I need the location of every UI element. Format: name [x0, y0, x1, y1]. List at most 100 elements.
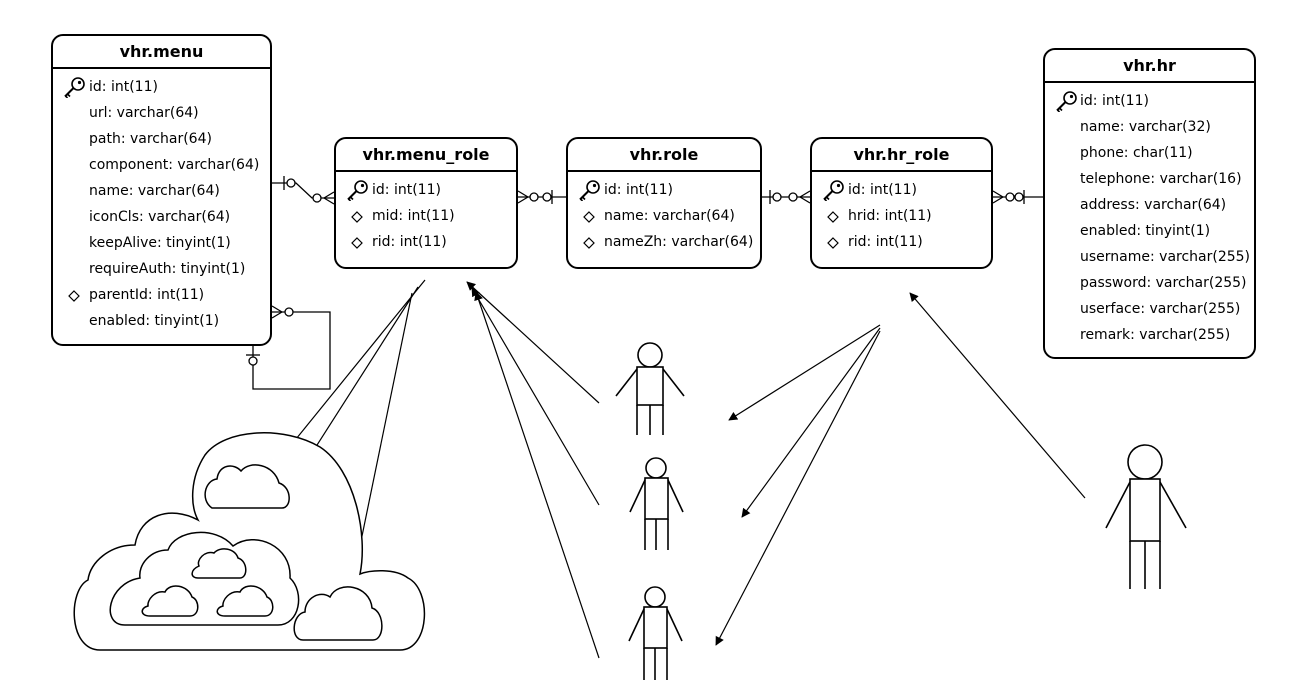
field-row[interactable]: enabled: tinyint(1) [53, 308, 270, 334]
diamond-icon [822, 203, 846, 229]
relation-menu-self [246, 305, 331, 390]
person-icon [629, 457, 684, 550]
field-row[interactable]: keepAlive: tinyint(1) [53, 230, 270, 256]
field-label: id: int(11) [1080, 93, 1149, 109]
field-row[interactable]: name: varchar(64) [53, 178, 270, 204]
field-label: phone: char(11) [1080, 145, 1193, 161]
field-label: rid: int(11) [372, 234, 447, 250]
field-label: iconCls: varchar(64) [89, 209, 231, 225]
field-label: path: varchar(64) [89, 131, 212, 147]
relation-role-hr-role [762, 190, 811, 204]
field-label: address: varchar(64) [1080, 197, 1227, 213]
field-row[interactable]: nameZh: varchar(64) [568, 229, 760, 255]
field-label: mid: int(11) [372, 208, 455, 224]
field-label: nameZh: varchar(64) [604, 234, 754, 250]
arrow-person-big-to-hr-role [909, 292, 1086, 499]
field-row[interactable]: iconCls: varchar(64) [53, 204, 270, 230]
arrow-hr-role-to-person2 [741, 327, 881, 518]
field-row[interactable]: parentId: int(11) [53, 282, 270, 308]
field-list: id: int(11) url: varchar(64) path: varchar… [53, 69, 270, 334]
field-row[interactable]: name: varchar(32) [1045, 114, 1254, 140]
field-row[interactable]: telephone: varchar(16) [1045, 166, 1254, 192]
relation-menu-menu-role [272, 176, 335, 205]
relation-hr-role-hr [992, 190, 1043, 204]
field-row[interactable]: path: varchar(64) [53, 126, 270, 152]
key-icon [1055, 88, 1079, 114]
field-row[interactable]: id: int(11) [336, 177, 516, 203]
diamond-icon [63, 282, 87, 308]
diamond-icon [346, 203, 370, 229]
table-vhr-hr-role[interactable]: vhr.hr_role id: int(11) hrid: int(11) rid:… [810, 137, 993, 269]
field-row[interactable]: userface: varchar(255) [1045, 296, 1254, 322]
field-row[interactable]: remark: varchar(255) [1045, 322, 1254, 348]
field-row[interactable]: address: varchar(64) [1045, 192, 1254, 218]
field-label: keepAlive: tinyint(1) [89, 235, 231, 251]
diamond-icon [578, 203, 602, 229]
field-label: password: varchar(255) [1080, 275, 1247, 291]
arrow-person1-to-menu-role [466, 281, 600, 404]
field-label: id: int(11) [372, 182, 441, 198]
field-list: id: int(11) name: varchar(32) phone: char(… [1045, 83, 1254, 348]
table-title: vhr.hr [1045, 50, 1254, 83]
field-row[interactable]: hrid: int(11) [812, 203, 991, 229]
table-vhr-hr[interactable]: vhr.hr id: int(11) name: varchar(32) phone… [1043, 48, 1256, 359]
arrow-person3-to-menu-role [474, 291, 600, 659]
field-row[interactable]: component: varchar(64) [53, 152, 270, 178]
field-list: id: int(11) name: varchar(64) nameZh: varc… [568, 172, 760, 255]
field-row[interactable]: rid: int(11) [336, 229, 516, 255]
table-vhr-role[interactable]: vhr.role id: int(11) name: varchar(64) nam… [566, 137, 762, 269]
field-row[interactable]: id: int(11) [568, 177, 760, 203]
person-icon [615, 342, 685, 435]
diamond-icon [822, 229, 846, 255]
field-row[interactable]: rid: int(11) [812, 229, 991, 255]
table-title: vhr.role [568, 139, 760, 172]
field-label: remark: varchar(255) [1080, 327, 1231, 343]
field-label: name: varchar(32) [1080, 119, 1211, 135]
field-label: enabled: tinyint(1) [89, 313, 220, 329]
diamond-icon [578, 229, 602, 255]
field-row[interactable]: id: int(11) [1045, 88, 1254, 114]
key-icon [63, 74, 87, 100]
person-icon [628, 586, 683, 680]
field-row[interactable]: password: varchar(255) [1045, 270, 1254, 296]
key-icon [578, 177, 602, 203]
field-row[interactable]: url: varchar(64) [53, 100, 270, 126]
field-list: id: int(11) mid: int(11) rid: int(11) [336, 172, 516, 255]
field-label: parentId: int(11) [89, 287, 205, 303]
field-label: id: int(11) [604, 182, 673, 198]
field-row[interactable]: name: varchar(64) [568, 203, 760, 229]
field-row[interactable]: requireAuth: tinyint(1) [53, 256, 270, 282]
field-label: enabled: tinyint(1) [1080, 223, 1211, 239]
field-label: id: int(11) [848, 182, 917, 198]
field-label: url: varchar(64) [89, 105, 199, 121]
relation-menu-role-role [517, 190, 566, 204]
table-title: vhr.hr_role [812, 139, 991, 172]
cloud-icon [73, 432, 426, 651]
diamond-icon [346, 229, 370, 255]
field-label: name: varchar(64) [604, 208, 735, 224]
field-row[interactable]: id: int(11) [53, 74, 270, 100]
field-row[interactable]: id: int(11) [812, 177, 991, 203]
field-row[interactable]: username: varchar(255) [1045, 244, 1254, 270]
key-icon [822, 177, 846, 203]
field-list: id: int(11) hrid: int(11) rid: int(11) [812, 172, 991, 255]
field-label: requireAuth: tinyint(1) [89, 261, 246, 277]
field-label: username: varchar(255) [1080, 249, 1251, 265]
key-icon [346, 177, 370, 203]
field-label: id: int(11) [89, 79, 158, 95]
field-row[interactable]: mid: int(11) [336, 203, 516, 229]
arrow-hr-role-to-person1 [728, 324, 881, 421]
field-label: rid: int(11) [848, 234, 923, 250]
field-label: name: varchar(64) [89, 183, 220, 199]
arrow-hr-role-to-person3 [715, 330, 881, 646]
table-vhr-menu[interactable]: vhr.menu id: int(11)url: varchar(64)path… [51, 34, 272, 346]
field-label: telephone: varchar(16) [1080, 171, 1242, 187]
arrows [217, 279, 1086, 659]
table-vhr-menu-role[interactable]: vhr.menu_role id: int(11)mid: int(11)rid… [334, 137, 518, 269]
field-row[interactable]: phone: char(11) [1045, 140, 1254, 166]
field-row[interactable]: enabled: tinyint(1) [1045, 218, 1254, 244]
field-label: userface: varchar(255) [1080, 301, 1241, 317]
arrow-person2-to-menu-role [471, 287, 600, 506]
person-icon [1105, 444, 1187, 589]
